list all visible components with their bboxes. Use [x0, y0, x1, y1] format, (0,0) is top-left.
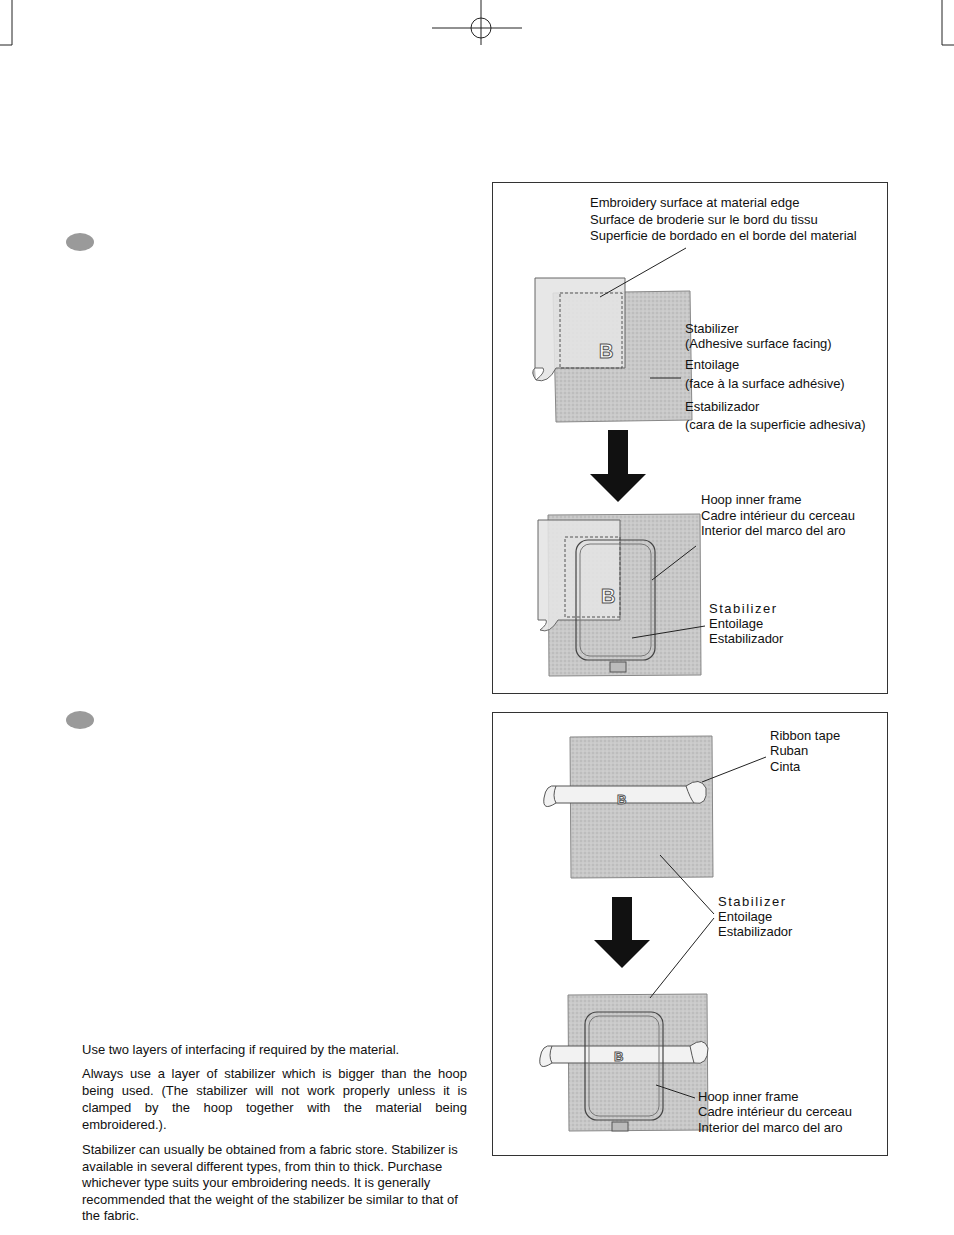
letter-mark: B [599, 341, 613, 361]
callout-label: Estabilizador [709, 631, 783, 647]
callout-label: Entoilage [685, 357, 739, 373]
bullet-oval [66, 711, 94, 729]
callout-label: Stabilizer [709, 601, 777, 617]
stabilizer-fabric-figure [533, 278, 692, 502]
callout-label: (Adhesive surface facing) [685, 336, 832, 352]
hoop-figure [538, 514, 701, 676]
callout-label: (face à la surface adhésive) [685, 376, 845, 392]
callout-label: Stabilizer [685, 321, 738, 337]
letter-mark: B [601, 586, 615, 606]
note-text: Always use a layer of stabilizer which i… [82, 1065, 467, 1133]
bullet-oval [66, 233, 94, 251]
note-text: Use two layers of interfacing if require… [82, 1041, 472, 1058]
figure-frame: Ribbon tapeRubanCintaStabilizerEntoilage… [492, 712, 888, 1156]
callout-label: Hoop inner frame [698, 1089, 798, 1105]
ribbon-figure [544, 736, 713, 968]
callout-label: Entoilage [709, 616, 763, 632]
callout-label: Cinta [770, 759, 800, 775]
ribbon-hoop-figure [540, 994, 708, 1131]
callout-label: Stabilizer [718, 894, 786, 910]
callout-label: Interior del marco del aro [698, 1120, 843, 1136]
callout-label: Estabilizador [718, 924, 792, 940]
callout-label: Ruban [770, 743, 808, 759]
callout-label: Interior del marco del aro [701, 523, 846, 539]
callout-label: Entoilage [718, 909, 772, 925]
letter-mark: B [614, 1050, 623, 1063]
callout-label: Embroidery surface at material edge [590, 195, 800, 211]
crop-marks [0, 0, 954, 45]
callout-label: Superficie de bordado en el borde del ma… [590, 228, 857, 244]
leader-lines [600, 248, 705, 638]
callout-label: Cadre intérieur du cerceau [701, 508, 855, 524]
figure-frame: Embroidery surface at material edgeSurfa… [492, 182, 888, 694]
letter-mark: B [617, 793, 626, 806]
callout-label: Ribbon tape [770, 728, 840, 744]
callout-label: (cara de la superficie adhesiva) [685, 417, 866, 433]
callout-label: Hoop inner frame [701, 492, 801, 508]
callout-label: Estabilizador [685, 399, 759, 415]
note-text: Stabilizer can usually be obtained from … [82, 1142, 472, 1225]
callout-label: Cadre intérieur du cerceau [698, 1104, 852, 1120]
callout-label: Surface de broderie sur le bord du tissu [590, 212, 818, 228]
